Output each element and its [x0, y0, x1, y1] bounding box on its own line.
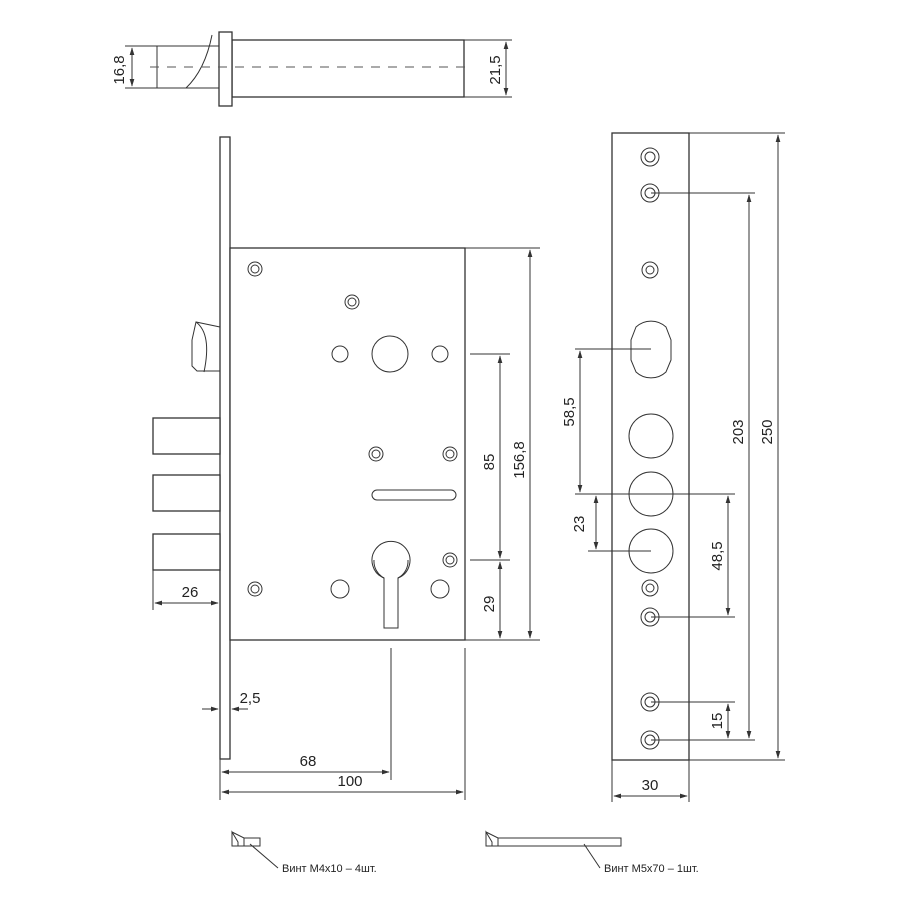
faceplate-bolt-opening-1: [628, 413, 674, 459]
dim-156: 156,8: [511, 441, 528, 479]
dim-cylinder-large: 21,5: [487, 55, 504, 84]
screw-small-label: Винт М4х10 – 4шт.: [282, 863, 377, 875]
latch-bolt: [191, 321, 221, 372]
dim-203: 203: [730, 419, 747, 444]
dim-backset: 68: [300, 753, 317, 770]
top-bolt-flange: [218, 31, 233, 107]
dim-plate-thickness: 2,5: [240, 690, 261, 707]
screw-long: Винт М5х70 – 1шт.: [485, 830, 699, 875]
top-bolt-body: [231, 39, 465, 98]
dim-faceplate-width: 30: [642, 777, 659, 794]
dim-48: 48,5: [709, 541, 726, 570]
dim-23: 23: [571, 516, 588, 533]
dim-58: 58,5: [561, 397, 578, 426]
lock-case: [229, 247, 466, 641]
dim-case-width: 100: [337, 773, 362, 790]
faceplate-side: [219, 136, 231, 760]
faceplate-latch-opening: [630, 320, 672, 379]
top-bolt-view: 16,8 21,5: [111, 31, 512, 107]
dead-bolt-1: [152, 417, 221, 455]
case-screw-holes: [247, 261, 458, 597]
dim-85: 85: [481, 454, 498, 471]
faceplate-front-view: 58,5 23 48,5 203 15 250 30: [561, 132, 785, 802]
lock-front-view: 26 2,5 68 100 85 29 156,8: [152, 136, 540, 800]
top-bolt-curve: [185, 34, 213, 89]
dead-bolt-3: [152, 533, 221, 571]
cylinder-keyhole: [371, 540, 411, 629]
case-holes: [330, 335, 450, 599]
dim-cylinder-small: 16,8: [111, 55, 128, 84]
dim-backset-bolt: 26: [182, 584, 199, 601]
dim-250: 250: [759, 419, 776, 444]
dim-29: 29: [481, 596, 498, 613]
faceplate: [611, 132, 690, 761]
screw-small: Винт М4х10 – 4шт.: [231, 830, 377, 875]
dim-15: 15: [709, 713, 726, 730]
screw-long-label: Винт М5х70 – 1шт.: [604, 863, 699, 875]
case-slot: [371, 489, 457, 501]
faceplate-screw-holes: [640, 147, 660, 750]
dead-bolt-2: [152, 474, 221, 512]
